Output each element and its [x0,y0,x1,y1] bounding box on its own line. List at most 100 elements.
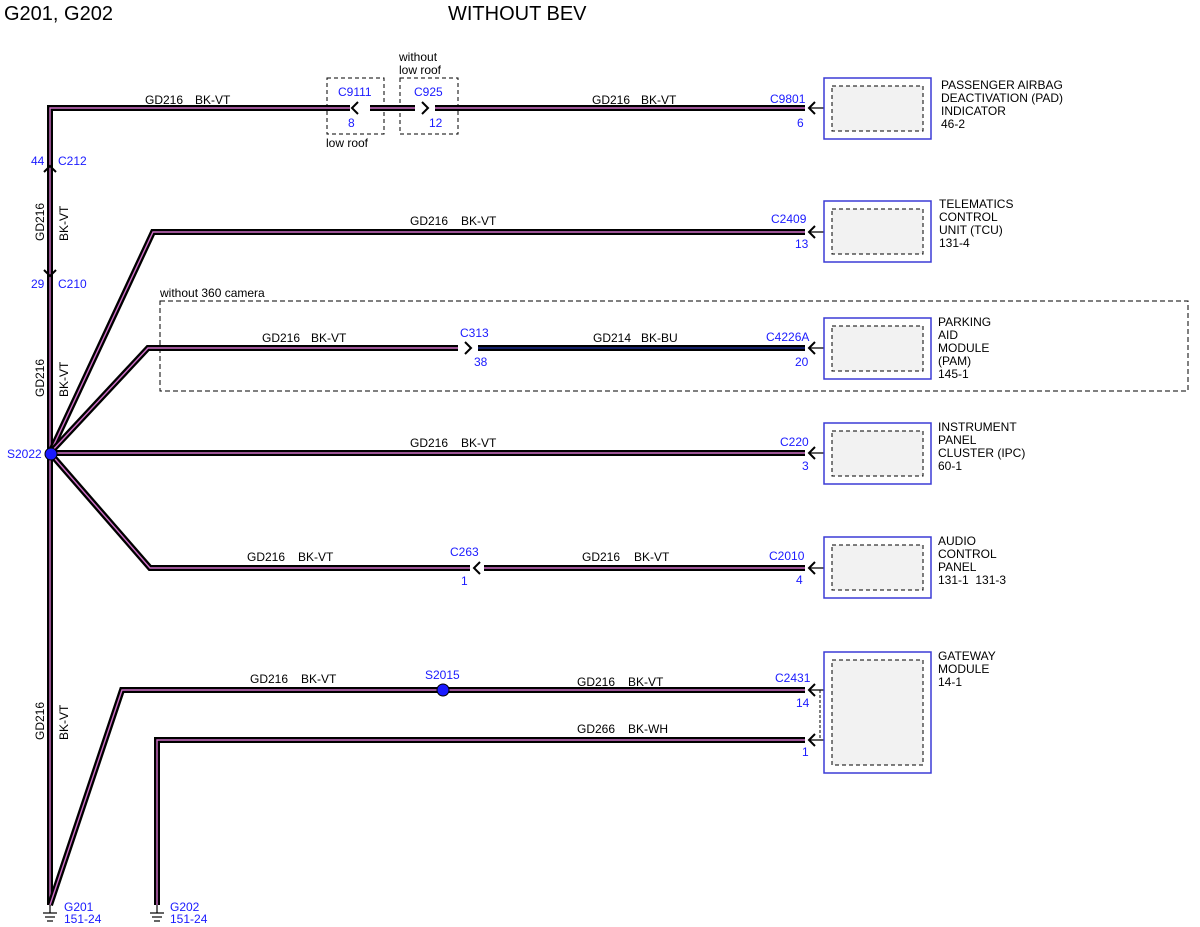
component-ipc-line: INSTRUMENT [938,420,1017,434]
connector-c2431-pin-upper: 14 [796,696,810,710]
wire-label-circuit: GD216 [247,550,285,564]
wire-label-circuit: GD266 [577,722,615,736]
wire-gateway-ground[interactable] [154,737,805,905]
component-tcu-line: CONTROL [939,210,998,224]
c313-chevron [464,341,473,355]
connector-chevrons [43,101,816,747]
wire-label-color: BK-VT [301,672,337,686]
connector-c4226a-name[interactable]: C4226A [766,330,809,344]
ground-g201-ref[interactable]: 151-24 [64,912,102,926]
connector-c313-name[interactable]: C313 [460,326,489,340]
component-audio-box[interactable] [823,536,932,599]
wire-labels: GD216 BK-VT GD216 BK-VT GD216 BK-VT GD21… [33,93,678,740]
component-pad-line: PASSENGER AIRBAG [941,78,1063,92]
wire-tcu[interactable] [47,229,805,455]
wire-label-color: BK-VT [57,361,71,397]
wire-audio-left-stripe [49,452,470,569]
c925-chevron [421,101,430,115]
component-ipc-ref[interactable]: 60-1 [938,459,962,473]
wire-label-color: BK-VT [57,704,71,740]
connector-c220-pin: 3 [802,459,809,473]
connector-c9111-pin: 8 [348,116,355,130]
connector-c9801-name[interactable]: C9801 [770,92,806,106]
c9111-chevron [350,101,359,115]
connector-c2431-pin-lower: 1 [802,745,809,759]
connector-c925-name[interactable]: C925 [414,85,443,99]
component-pad-line: INDICATOR [941,104,1006,118]
ground-g201-name: G201 [64,900,94,914]
wire-label-color: BK-BU [641,331,678,345]
wire-label-color: BK-VT [634,550,670,564]
wire-label-circuit: GD216 [577,675,615,689]
connector-c212-name[interactable]: C212 [58,154,87,168]
wire-label-color: BK-VT [57,205,71,241]
option-label-without-line1: without [398,50,438,64]
connector-c2010-pin: 4 [796,573,803,587]
wire-label-color: BK-VT [195,93,231,107]
component-audio-line: PANEL [938,560,977,574]
connector-c2010-name[interactable]: C2010 [769,549,805,563]
ground-g202-symbol [150,905,164,922]
connector-c4226a-pin: 20 [795,355,809,369]
wire-gateway-upper[interactable] [47,687,805,906]
wire-pam-left-stripe [49,347,458,454]
component-audio-line: CONTROL [938,547,997,561]
wires [47,105,805,906]
component-gateway-ref[interactable]: 14-1 [938,675,962,689]
component-tcu-box[interactable] [823,200,932,263]
option-label-low-roof: low roof [326,136,369,150]
component-pam-line: MODULE [938,341,989,355]
connector-c263-name[interactable]: C263 [450,545,479,559]
wire-label-color: BK-VT [628,675,664,689]
ground-g202-ref[interactable]: 151-24 [170,912,208,926]
component-pam-box[interactable] [823,317,932,380]
component-audio-ref[interactable]: 131-1 131-3 [938,573,1006,587]
component-ipc-box[interactable] [823,422,932,485]
wire-label-circuit: GD216 [33,359,47,397]
splice-s2015[interactable] [436,683,450,697]
component-gateway-line: MODULE [938,662,989,676]
wire-label-color: BK-VT [461,214,497,228]
wire-pad-left[interactable] [47,105,350,287]
wire-label-color: BK-VT [298,550,334,564]
wire-pam-left[interactable] [47,345,458,456]
component-gateway-line: GATEWAY [938,649,996,663]
component-gateway-box[interactable] [823,651,932,774]
component-tcu-line: TELEMATICS [939,197,1013,211]
component-pad-ref[interactable]: 46-2 [941,117,965,131]
connector-c2409-pin: 13 [795,237,809,251]
connector-c220-name[interactable]: C220 [780,435,809,449]
connector-labels: C9111 8 C925 12 C9801 6 44 C212 29 C210 … [31,85,811,759]
c263-chevron [472,561,481,575]
connector-c2431-name[interactable]: C2431 [775,671,811,685]
connector-c2409-name[interactable]: C2409 [771,212,807,226]
splice-s2022[interactable] [44,447,58,461]
connector-c210-pin: 29 [31,277,45,291]
wire-label-circuit: GD216 [262,331,300,345]
wire-label-circuit: GD216 [33,203,47,241]
wire-label-circuit: GD216 [592,93,630,107]
component-pam-ref[interactable]: 145-1 [938,367,969,381]
c212-chevron [43,164,57,173]
splice-s2015-label: S2015 [425,668,460,682]
wire-label-color: BK-WH [628,722,668,736]
option-label-without-line2: low roof [399,63,442,77]
ground-g201-symbol [43,905,57,922]
component-pad-box[interactable] [823,77,932,140]
component-tcu-ref[interactable]: 131-4 [939,236,970,250]
connector-c263-pin: 1 [461,574,468,588]
connector-c313-pin: 38 [474,355,488,369]
wire-tcu-stripe [49,231,805,454]
without-360-camera-option-box [159,300,1189,392]
connector-c210-name[interactable]: C210 [58,277,87,291]
connector-c925-pin: 12 [429,116,443,130]
wire-label-circuit: GD216 [250,672,288,686]
wire-label-circuit: GD216 [410,214,448,228]
connector-c9111-name[interactable]: C9111 [338,85,372,99]
wire-label-circuit: GD216 [582,550,620,564]
component-pam-line: (PAM) [938,354,971,368]
connector-c9801-pin: 6 [797,116,804,130]
component-pam-line: PARKING [938,315,991,329]
wire-label-circuit: GD216 [145,93,183,107]
